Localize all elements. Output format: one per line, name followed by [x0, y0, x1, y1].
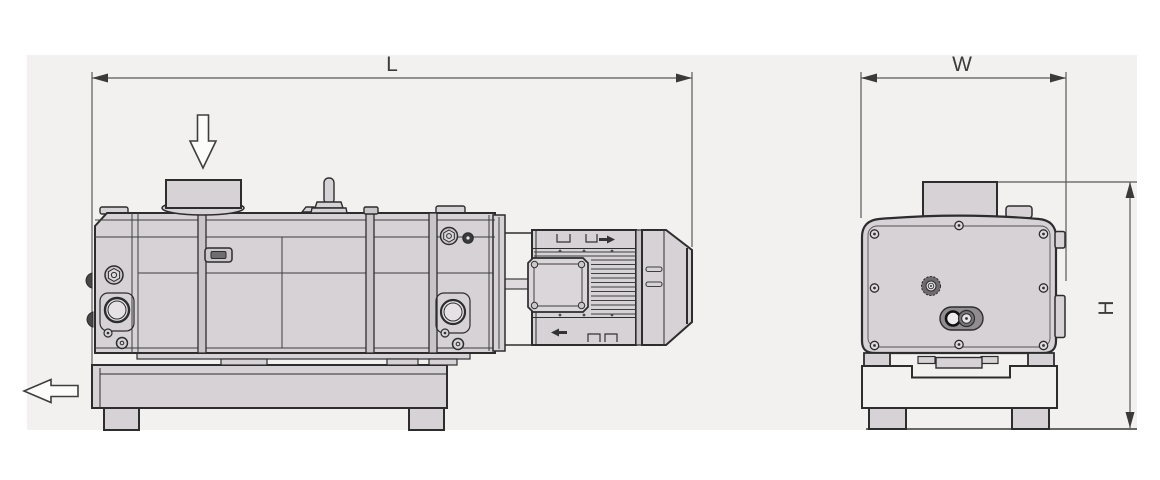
arrowhead-right-icon	[1050, 73, 1066, 83]
drain-screw	[115, 336, 129, 350]
arrowhead-right-icon	[676, 73, 692, 83]
terminal-box-screw	[530, 260, 586, 310]
left-endcap-features	[85, 265, 135, 350]
arrowhead-down-icon	[1125, 412, 1135, 428]
side-tab	[1054, 230, 1066, 249]
mounting-pad	[1027, 352, 1055, 367]
inlet-arrow-icon	[188, 114, 218, 170]
edge-lug	[86, 311, 94, 328]
dimension-label-height: H	[1095, 300, 1118, 315]
clamp-strap	[428, 212, 438, 354]
machine-foot	[868, 407, 907, 430]
clamp-strap	[365, 212, 375, 354]
mounting-pad	[863, 352, 891, 367]
oil-dipstick	[300, 177, 348, 214]
clamp-strap	[197, 212, 207, 354]
oil-sight-glass	[435, 292, 471, 334]
arrowhead-left-icon	[92, 73, 108, 83]
base-frame	[861, 365, 1058, 409]
motor-vent-slots	[556, 234, 618, 342]
right-endcap-features	[435, 226, 474, 351]
side-view: L	[21, 53, 693, 431]
edge-lug	[85, 272, 93, 289]
machine-foot	[103, 407, 140, 431]
motor-fins	[534, 251, 636, 315]
base-plate	[91, 364, 448, 409]
shaft-port-obround	[939, 306, 984, 331]
knurled-plug	[921, 276, 941, 296]
dimension-label-length: L	[386, 53, 398, 76]
oil-fill-plug	[104, 265, 124, 285]
oil-sight-glass	[99, 292, 135, 332]
machine-foot	[408, 407, 445, 431]
rotation-arrow-icon	[551, 235, 615, 337]
base-assembly	[91, 364, 448, 431]
arrowhead-up-icon	[1125, 182, 1135, 198]
dimension-label-width: W	[952, 53, 972, 76]
terminal-box	[527, 257, 589, 313]
arrowhead-left-icon	[861, 73, 877, 83]
inlet-flange	[161, 179, 245, 216]
dimension-height: H	[997, 181, 1137, 428]
strap-clamp-tab	[363, 206, 379, 215]
oil-fill-plug	[439, 226, 459, 246]
motor-assembly	[502, 229, 693, 346]
pump-body	[85, 177, 506, 366]
outlet-arrow-icon	[21, 378, 79, 404]
side-tab	[1054, 294, 1066, 339]
nameplate	[204, 247, 233, 263]
fin-bolts	[558, 249, 614, 317]
end-casing	[860, 214, 1058, 355]
fan-cover	[641, 229, 693, 346]
machine-foot	[1011, 407, 1050, 430]
end-body	[860, 181, 1066, 430]
end-view: W H	[860, 53, 1137, 430]
dimension-width: W	[860, 53, 1067, 281]
drain-screw	[451, 337, 465, 351]
